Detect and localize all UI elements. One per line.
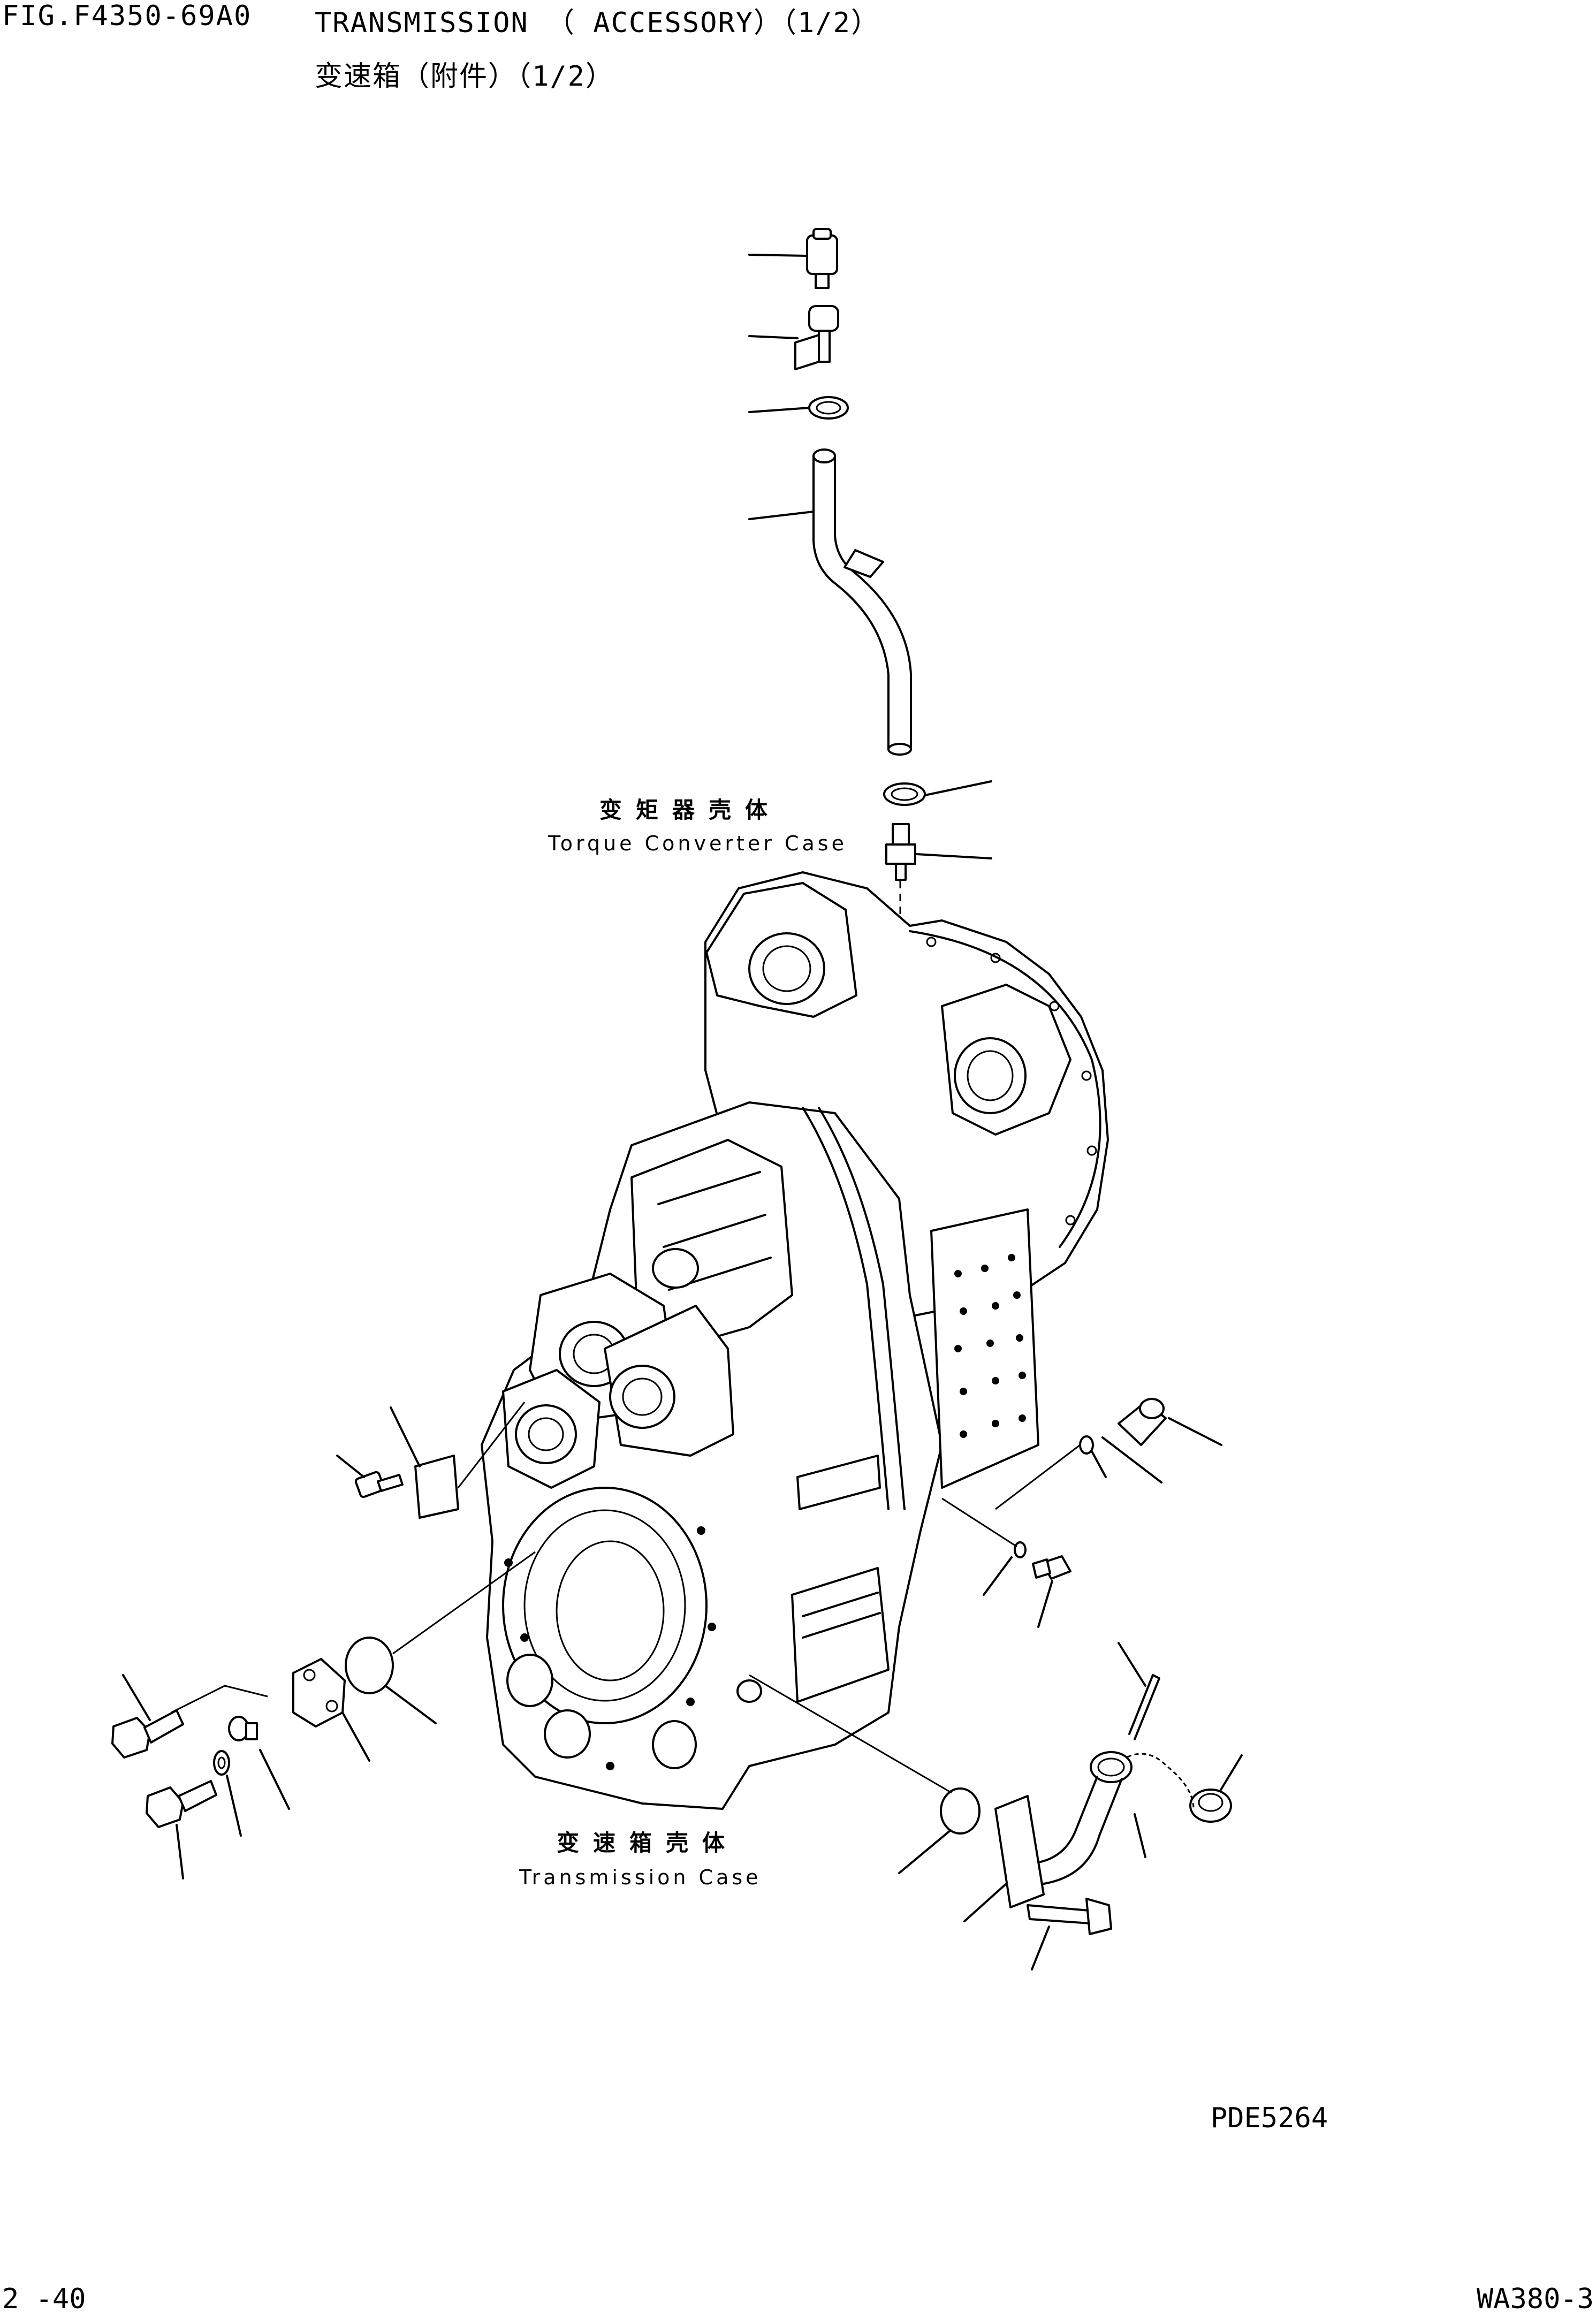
transmission-housing [481,871,1109,1810]
leader-plug-bolt [1037,1580,1053,1628]
transmission-case-label-cn: 变速箱壳体 [557,1830,739,1856]
leader-nameplate-screw [336,1455,365,1478]
leader-flange-bolt [1031,1926,1050,1970]
leader-breather-plug [1168,1417,1222,1446]
breather-cap-part [806,228,838,289]
leader-washer-1 [226,1775,242,1837]
transmission-case-label-en: Transmission Case [519,1866,762,1889]
figure-code: FIG.F4350-69A0 [2,0,252,32]
hose-clamp-part-upper [808,396,849,420]
leader-o-ring-right [1091,1450,1107,1478]
washer-part-2 [228,1716,258,1741]
leader-lines-top [748,254,992,859]
leader-chain [1134,1813,1146,1858]
torque-converter-case-label-en: Torque Converter Case [548,832,847,855]
elbow-fitting-part [885,823,916,881]
hose-clamp-part-lower [883,782,926,806]
bolt-part-2 [146,1780,217,1828]
page-number: 2 -40 [2,2283,86,2315]
oil-filler-tube-part [812,448,912,756]
leader-filler-pipe [963,1883,1007,1922]
leader-breather-plug-2 [1101,1436,1162,1483]
flange-bolt-part [1027,1898,1112,1935]
cover-part [292,1658,346,1728]
filler-pipe-part [994,1751,1133,1908]
gasket-part [940,1787,981,1835]
leader-dipstick [1118,1642,1146,1687]
leader-bolt-1 [122,1674,151,1721]
figure-title-chinese: 变速箱（附件）（1/2） [315,60,614,93]
torque-converter-case-label-cn: 变矩器壳体 [599,797,782,823]
leader-filler-cap [1219,1754,1243,1792]
figure-title-english: TRANSMISSION （ ACCESSORY）（1/2） [315,7,880,39]
machine-model: WA380-3 [1476,2283,1594,2315]
drawing-number: PDE5264 [1211,2102,1328,2134]
filler-cap-part [1120,1753,1232,1823]
leader-o-ring-center [983,1556,1013,1596]
nameplate-part [414,1455,459,1519]
breather-bracket-part [794,305,839,370]
leader-washer-2 [259,1749,290,1810]
leader-nameplate [390,1406,421,1467]
breather-plug-part [1118,1398,1167,1446]
bolt-part-1 [111,1709,184,1759]
nameplate-screw-part [354,1471,404,1498]
plug-bolt-part [1032,1555,1071,1580]
dipstick-gauge-part [1128,1674,1160,1740]
leader-gasket [898,1829,952,1874]
small-o-ring-part-center [1014,1541,1027,1558]
leader-cover [341,1711,370,1762]
leader-bolt-2 [176,1824,184,1879]
leader-o-ring [384,1685,437,1724]
o-ring-part [345,1637,394,1694]
washer-part-1 [213,1750,230,1776]
